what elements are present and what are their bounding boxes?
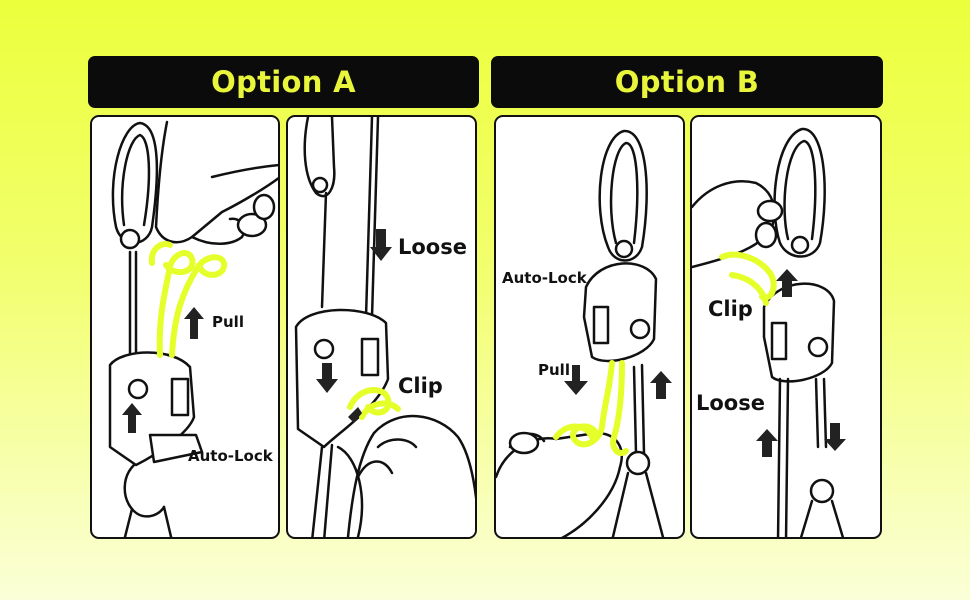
- option-a-title: Option A: [211, 65, 356, 99]
- option-b-title: Option B: [614, 65, 760, 99]
- loosen-clip-illustration: [294, 117, 475, 537]
- pull-ratchet-illustration: [108, 120, 278, 537]
- clip-loosen-illustration: [692, 127, 846, 537]
- panel-option-a-step-1: Pull Auto-Lock: [90, 115, 280, 539]
- panel-option-b-step-1: Auto-Lock Pull: [494, 115, 685, 539]
- panel-option-a-step-2: Loose Clip: [286, 115, 477, 539]
- pull-label: Pull: [212, 313, 244, 331]
- auto-lock-label: Auto-Lock: [188, 447, 273, 465]
- panel-option-b-step-2: Clip Loose: [690, 115, 882, 539]
- auto-lock-label: Auto-Lock: [502, 269, 587, 287]
- pull-label: Pull: [538, 361, 570, 379]
- option-b-header: Option B: [491, 56, 883, 108]
- clip-label: Clip: [708, 297, 753, 321]
- pull-auto-lock-illustration: [496, 129, 672, 537]
- loose-label: Loose: [398, 235, 467, 259]
- clip-label: Clip: [398, 374, 443, 398]
- loose-label: Loose: [696, 391, 765, 415]
- option-a-header: Option A: [88, 56, 479, 108]
